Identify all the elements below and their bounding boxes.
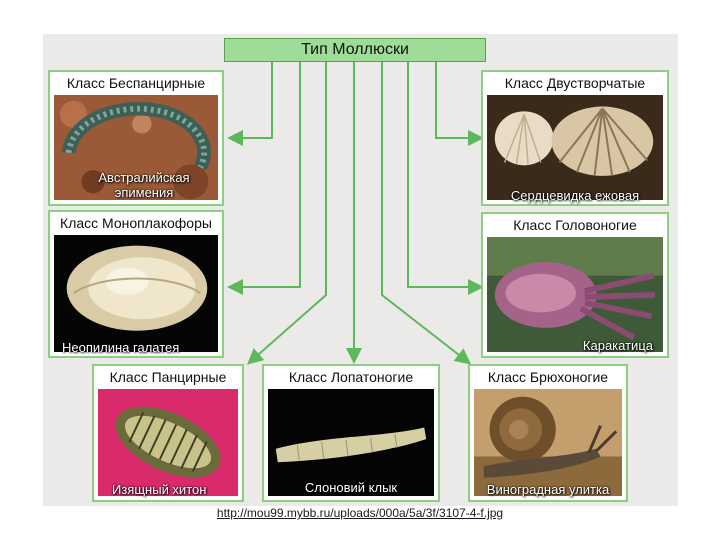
caption-line2: эпимения	[114, 185, 174, 200]
card-monoplacophora: Класс Моноплакофоры Неопилина галатея	[48, 210, 224, 358]
caption-monoplacophora: Неопилина галатея	[62, 340, 180, 355]
card-bivalvia: Класс Двустворчатые Сердцевидка ежовая	[481, 70, 669, 206]
card-title: Класс Панцирные	[109, 369, 227, 385]
card-gastropoda: Класс Брюхоногие Виноградная улитка	[468, 364, 628, 502]
photo-bivalvia	[487, 95, 663, 200]
root-label: Тип Моллюски	[301, 41, 409, 58]
caption-gastropoda: Виноградная улитка	[486, 482, 610, 497]
photo-cephalopoda	[487, 237, 663, 352]
caption-line1: Австралийская	[98, 170, 190, 185]
photo-polyplacophora	[98, 389, 238, 496]
photo-aplacophora	[54, 95, 218, 200]
card-scaphopoda: Класс Лопатоногие Слоновий клык	[262, 364, 440, 502]
card-title: Класс Головоногие	[513, 217, 637, 233]
source-url-link[interactable]: http://mou99.mybb.ru/uploads/000a/5a/3f/…	[216, 506, 504, 520]
card-aplacophora: Класс Беспанцирные Австралийская эпимени…	[48, 70, 224, 206]
caption-aplacophora: Австралийская эпимения	[70, 170, 218, 200]
photo-scaphopoda	[268, 389, 434, 496]
card-title: Класс Брюхоногие	[487, 369, 609, 385]
card-polyplacophora: Класс Панцирные Изящный хитон	[92, 364, 244, 502]
photo-gastropoda	[474, 389, 622, 496]
caption-scaphopoda: Слоновий клык	[304, 480, 398, 495]
caption-cephalopoda: Каракатица	[582, 338, 653, 353]
card-title: Класс Моноплакофоры	[60, 215, 212, 231]
caption-polyplacophora: Изящный хитон	[112, 482, 207, 497]
card-title: Класс Двустворчатые	[504, 75, 646, 91]
card-title: Класс Лопатоногие	[288, 369, 414, 385]
card-title: Класс Беспанцирные	[66, 75, 206, 91]
card-cephalopoda: Класс Головоногие Каракатица	[481, 212, 669, 358]
photo-monoplacophora	[54, 235, 218, 352]
root-phylum-box: Тип Моллюски	[224, 38, 486, 62]
caption-bivalvia: Сердцевидка ежовая	[510, 188, 640, 203]
